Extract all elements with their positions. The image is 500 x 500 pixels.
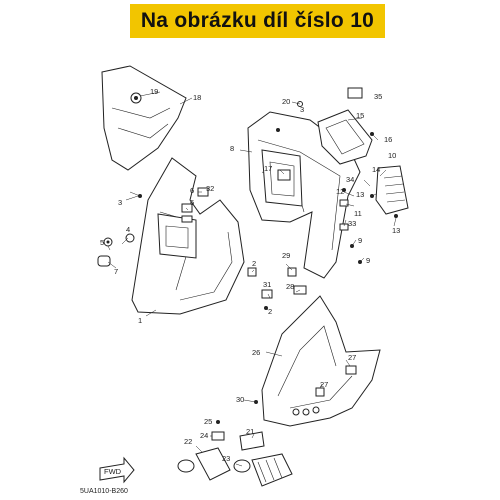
callout-31: 31	[263, 280, 271, 289]
callout-26: 26	[252, 348, 260, 357]
part-washer-5[interactable]	[103, 237, 113, 247]
part-grille[interactable]	[375, 165, 409, 215]
fwd-arrow-icon: FWD	[99, 456, 135, 484]
callout-13a: 13	[356, 190, 364, 199]
part-grommet-29[interactable]	[287, 267, 297, 277]
callout-9a: 9	[358, 236, 362, 245]
callout-22: 22	[184, 437, 192, 446]
part-grommet-7[interactable]	[97, 255, 111, 267]
callout-3b: 3	[300, 105, 304, 114]
part-bolt-3a[interactable]	[129, 191, 142, 198]
callout-3a: 3	[118, 198, 122, 207]
callout-19: 19	[150, 87, 158, 96]
part-clip-6[interactable]	[181, 203, 193, 213]
callout-12: 12	[336, 187, 344, 196]
callout-6b: 6	[190, 198, 194, 207]
callout-16: 16	[384, 135, 392, 144]
callout-18: 18	[193, 93, 201, 102]
part-lid[interactable]	[317, 109, 373, 165]
part-clip-31[interactable]	[261, 289, 273, 299]
part-rivet-11[interactable]	[339, 199, 349, 207]
callout-7: 7	[114, 267, 118, 276]
banner-title: Na obrázku díl číslo 10	[140, 9, 375, 32]
callout-14: 14	[372, 165, 380, 174]
callout-32: 32	[206, 184, 214, 193]
callout-5: 5	[100, 238, 104, 247]
callout-17: 17	[264, 164, 272, 173]
part-bolt-13b[interactable]	[394, 214, 398, 218]
part-clip-24[interactable]	[211, 431, 225, 441]
callout-33: 33	[348, 219, 356, 228]
part-clip-27b[interactable]	[315, 387, 325, 397]
part-upper-cover[interactable]	[101, 65, 187, 171]
part-nut-4[interactable]	[125, 233, 135, 243]
callout-10: 10	[388, 151, 396, 160]
callout-labels: 19 18 20 35 15 16 8 10 14 17 34 12 13 11…	[100, 87, 400, 463]
callout-27b: 27	[320, 380, 328, 389]
callout-29: 29	[282, 251, 290, 260]
callout-6a: 6	[190, 186, 194, 195]
fwd-label: FWD	[104, 467, 122, 476]
callout-15: 15	[356, 111, 364, 120]
callout-9b: 9	[366, 256, 370, 265]
part-clip-27a[interactable]	[345, 365, 357, 375]
part-front-panel[interactable]	[131, 157, 245, 315]
callout-20: 20	[282, 97, 290, 106]
part-clip-17[interactable]	[277, 169, 291, 181]
part-clip-6b[interactable]	[181, 215, 193, 223]
callout-28: 28	[286, 282, 294, 291]
callout-27a: 27	[348, 353, 356, 362]
callout-4: 4	[126, 225, 130, 234]
part-duct-21[interactable]	[239, 431, 265, 451]
part-clip-33[interactable]	[339, 223, 349, 231]
title-banner: Na obrázku díl číslo 10	[130, 4, 385, 38]
callout-11: 11	[354, 209, 362, 218]
part-label-35[interactable]	[347, 87, 363, 99]
callout-13b: 13	[392, 226, 400, 235]
callout-30: 30	[236, 395, 244, 404]
callout-1: 1	[138, 316, 142, 325]
callout-23: 23	[222, 454, 230, 463]
callout-34: 34	[346, 175, 354, 184]
callout-8: 8	[230, 144, 234, 153]
callout-25: 25	[204, 417, 212, 426]
callout-2b: 2	[268, 307, 272, 316]
part-bolt-3b[interactable]	[276, 128, 280, 132]
part-rivet-12[interactable]	[342, 188, 346, 192]
part-duct-22[interactable]	[177, 447, 231, 481]
callout-21: 21	[246, 427, 254, 436]
diagram-code: 5UA1010-B260	[80, 488, 128, 495]
callout-35: 35	[374, 92, 382, 101]
callout-2a: 2	[252, 259, 256, 268]
part-hose-23[interactable]	[233, 453, 293, 487]
part-lower-cover[interactable]	[261, 295, 381, 427]
callout-24: 24	[200, 431, 208, 440]
leader-lines	[107, 91, 397, 467]
